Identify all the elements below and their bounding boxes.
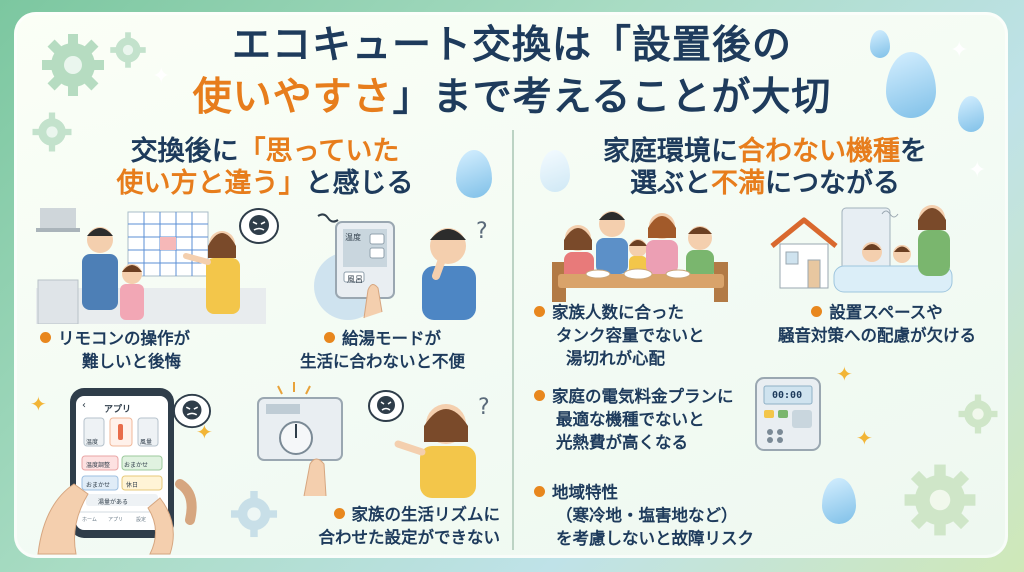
phone-nav-settings[interactable]: 設定 xyxy=(136,517,147,523)
star-icon: ✦ xyxy=(30,392,47,416)
phone-label[interactable]: 湯量がある xyxy=(98,499,129,506)
water-drop-icon xyxy=(886,52,936,118)
bullet-line: 生活に合わないと不便 xyxy=(300,351,465,371)
frustrated-face-icon xyxy=(173,393,211,429)
star-icon: ✦ xyxy=(836,362,853,386)
timer-display: 00:00 xyxy=(772,390,803,401)
bullet-line: 家庭の電気料金プランに xyxy=(552,387,734,406)
phone-label[interactable]: 休日 xyxy=(126,482,139,489)
title-rest: 」まで考えることが大切 xyxy=(392,75,832,120)
kitchen-family-illustration xyxy=(36,208,266,324)
right-heading-post1: を xyxy=(900,136,927,167)
star-icon: ✦ xyxy=(856,426,873,450)
phone-label[interactable]: 温度 xyxy=(86,439,99,446)
bullet-line: 合わせた設定ができない xyxy=(318,527,501,547)
bullet-line: 湯切れが心配 xyxy=(566,348,665,368)
phone-label[interactable]: おまかせ xyxy=(124,462,149,469)
gear-icon xyxy=(230,490,278,538)
family-dinner-illustration xyxy=(552,211,728,302)
bullet-line: 最適な機種でないと xyxy=(556,409,705,429)
gear-icon xyxy=(42,34,104,96)
water-drop-icon xyxy=(822,478,856,524)
bullet-line: 家族の生活リズムに xyxy=(351,505,501,524)
control-dial-illustration: ? xyxy=(257,382,490,498)
bullet-line: タンク容量でないと xyxy=(556,325,705,345)
main-title-line1: エコキュート交換は「設置後の xyxy=(231,23,792,68)
right-heading: 家庭環境に合わない機種を 選ぶと不満につながる xyxy=(560,136,970,200)
column-divider xyxy=(512,130,514,550)
water-drop-icon xyxy=(456,150,492,198)
left-bullet-mode: 給湯モードが 生活に合わないと不便 xyxy=(300,328,465,374)
phone-back-icon[interactable]: ‹ xyxy=(82,400,86,411)
gear-icon xyxy=(958,394,998,434)
bullet-dot xyxy=(811,306,823,317)
right-bullet-region: 地域特性 （寒冷地・塩害地など） を考慮しないと故障リスク xyxy=(534,482,754,550)
bullet-line: 家族人数に合った xyxy=(552,303,684,322)
sparkle-icon: ✦ xyxy=(950,38,969,63)
left-bullet-rhythm: 家族の生活リズムに 合わせた設定ができない xyxy=(286,504,501,550)
phone-nav-app[interactable]: アプリ xyxy=(108,517,124,523)
remote-control-illustration: ? xyxy=(314,213,488,320)
right-bullet-space: 設置スペースや 騒音対策への配慮が欠ける xyxy=(778,302,976,348)
right-heading-pre2: 選ぶと xyxy=(630,167,711,199)
remote-bath-label: 風呂 xyxy=(347,275,363,284)
bullet-dot xyxy=(40,332,51,343)
gear-icon xyxy=(32,112,72,152)
gear-icon xyxy=(110,32,146,68)
bullet-line: 光熱費が高くなる xyxy=(556,432,688,452)
smartphone-app-illustration xyxy=(37,388,197,555)
bullet-line: リモコンの操作が xyxy=(58,329,190,348)
left-heading-highlight2: 使い方と違う」 xyxy=(116,167,306,199)
bullet-line: 給湯モードが xyxy=(342,329,441,348)
house-bath-illustration xyxy=(770,205,953,293)
svg-text:?: ? xyxy=(476,219,488,244)
left-heading: 交換後に「思っていた 使い方と違う」と感じる xyxy=(80,136,450,200)
sparkle-icon: ✦ xyxy=(152,64,171,89)
bullet-line: を考慮しないと故障リスク xyxy=(556,528,754,548)
phone-label[interactable]: 温度調整 xyxy=(86,462,111,469)
right-heading-highlight2: 不満 xyxy=(711,167,765,199)
bullet-line: （寒冷地・塩害地など） xyxy=(556,505,738,525)
right-bullet-plan: 家庭の電気料金プランに 最適な機種でないと 光熱費が高くなる xyxy=(534,386,734,454)
right-heading-pre: 家庭環境に xyxy=(603,136,738,167)
water-drop-icon xyxy=(958,96,984,132)
bullet-line: 難しいと後悔 xyxy=(82,351,181,371)
gear-icon xyxy=(904,464,976,536)
title-highlight: 使いやすさ xyxy=(192,75,393,120)
left-heading-highlight1: 「思っていた xyxy=(238,136,400,167)
bullet-dot xyxy=(534,390,545,401)
bullet-line: 騒音対策への配慮が欠ける xyxy=(778,325,976,345)
bullet-dot xyxy=(534,486,545,497)
right-heading-post2: につながる xyxy=(765,167,900,199)
sparkle-icon: ✦ xyxy=(968,158,987,183)
bullet-dot xyxy=(534,306,545,317)
bullet-dot xyxy=(324,332,335,343)
phone-label[interactable]: 風量 xyxy=(140,439,153,446)
svg-text:?: ? xyxy=(478,395,490,420)
remote-temp-label: 温度 xyxy=(345,233,361,242)
bullet-line: 地域特性 xyxy=(552,483,618,502)
frustrated-face-icon xyxy=(239,208,279,244)
water-drop-icon xyxy=(870,30,890,58)
phone-label[interactable]: おまかせ xyxy=(86,482,111,489)
left-heading-pre: 交換後に xyxy=(130,136,239,167)
water-drop-icon xyxy=(540,150,570,192)
bullet-dot xyxy=(333,508,345,519)
right-heading-highlight1: 合わない機種 xyxy=(738,136,900,167)
bullet-line: 設置スペースや xyxy=(829,303,943,322)
left-heading-post: と感じる xyxy=(305,167,414,199)
timer-panel-illustration xyxy=(755,377,821,451)
phone-nav-home[interactable]: ホーム xyxy=(82,517,97,523)
left-bullet-remote: リモコンの操作が 難しいと後悔 xyxy=(40,328,190,374)
phone-header: アプリ xyxy=(104,405,132,415)
right-bullet-tank: 家族人数に合った タンク容量でないと 湯切れが心配 xyxy=(534,302,705,370)
main-title-line2: 使いやすさ」まで考えることが大切 xyxy=(0,78,1024,117)
